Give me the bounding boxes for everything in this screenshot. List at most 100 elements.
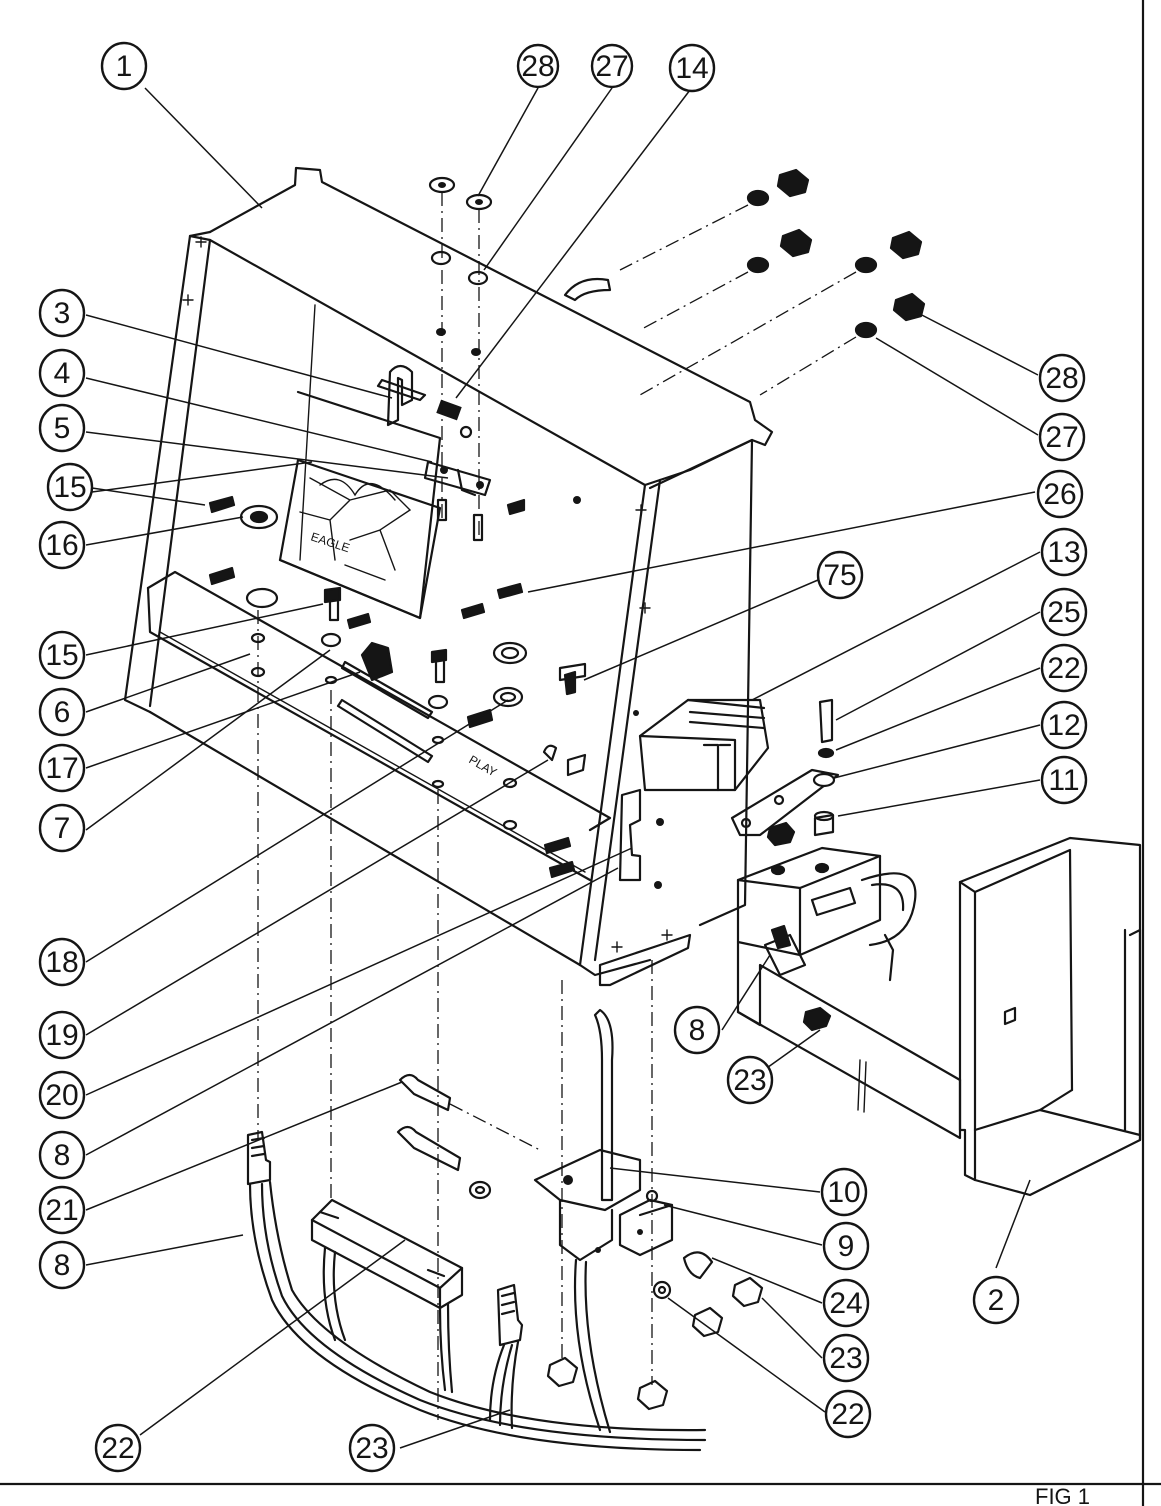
callout-10: 10: [820, 1167, 868, 1217]
callout-26: 26: [1036, 469, 1084, 519]
callout-circle: [726, 1055, 774, 1105]
callout-number: 75: [823, 559, 856, 592]
callout-number: 1: [116, 50, 133, 83]
callout-number: 22: [101, 1432, 134, 1465]
callout-number: 21: [45, 1194, 78, 1227]
callout-7: 7: [38, 803, 86, 853]
callout-22: 22: [824, 1389, 872, 1439]
callout-23: 23: [726, 1055, 774, 1105]
callout-21: 21: [38, 1185, 86, 1235]
lower-hardware: [246, 960, 764, 1452]
callout-23: 23: [822, 1333, 870, 1383]
callout-circle: [100, 41, 148, 91]
callout-number: 8: [54, 1249, 71, 1282]
callout-number: 25: [1047, 596, 1080, 629]
callout-number: 11: [1048, 764, 1079, 797]
callout-circle: [1040, 643, 1088, 693]
callout-2: 2: [972, 1275, 1020, 1325]
switch-assembly: [618, 698, 962, 1140]
callout-13: 13: [1040, 527, 1088, 577]
callout-circle: [38, 1010, 86, 1060]
callout-18: 18: [38, 937, 86, 987]
callout-24: 24: [822, 1278, 870, 1328]
callout-number: 20: [45, 1079, 78, 1112]
callout-number: 2: [988, 1284, 1005, 1317]
callout-9: 9: [822, 1221, 870, 1271]
callout-number: 28: [1045, 362, 1078, 395]
callout-number: 5: [54, 412, 71, 445]
callout-11: 11: [1040, 755, 1088, 805]
callout-number: 15: [53, 471, 86, 504]
callout-circle: [38, 743, 86, 793]
callout-circle: [972, 1275, 1020, 1325]
callout-circle: [38, 403, 86, 453]
callout-number: 3: [54, 297, 71, 330]
callout-number: 7: [54, 812, 71, 845]
callout-number: 13: [1047, 536, 1080, 569]
callout-circle: [1038, 412, 1086, 462]
callout-number: 23: [829, 1342, 862, 1375]
callout-circle: [1036, 469, 1084, 519]
callout-number: 6: [54, 696, 71, 729]
callout-23: 23: [348, 1423, 396, 1473]
callout-8: 8: [38, 1240, 86, 1290]
callout-3: 3: [38, 288, 86, 338]
callout-4: 4: [38, 348, 86, 398]
right-fasteners: [563, 168, 926, 396]
svg-text:EAGLE: EAGLE: [309, 530, 351, 556]
callout-number: 23: [733, 1064, 766, 1097]
callout-15: 15: [38, 630, 86, 680]
callout-circle: [668, 43, 716, 93]
callout-circle: [46, 462, 94, 512]
callout-number: 18: [45, 946, 78, 979]
callout-circle: [1040, 700, 1088, 750]
callout-8: 8: [673, 1005, 721, 1055]
callout-number: 10: [827, 1176, 860, 1209]
callout-circle: [38, 630, 86, 680]
callout-circle: [348, 1423, 396, 1473]
callout-15: 15: [46, 462, 94, 512]
callout-circle: [822, 1278, 870, 1328]
callout-number: 12: [1047, 709, 1080, 742]
callout-number: 22: [831, 1398, 864, 1431]
callout-circle: [590, 43, 634, 89]
callout-circle: [38, 520, 86, 570]
callout-circle: [1040, 527, 1088, 577]
callout-circle: [38, 803, 86, 853]
play-plate-text: PLAY: [467, 752, 500, 779]
callout-circle: [38, 1185, 86, 1235]
emblem-plate: EAGLE: [278, 390, 442, 620]
callout-number: 22: [1047, 652, 1080, 685]
callout-25: 25: [1040, 587, 1088, 637]
figure-label: FIG 1: [1035, 1484, 1090, 1506]
callout-circle: [816, 550, 864, 600]
callout-17: 17: [38, 743, 86, 793]
callout-circle: [38, 937, 86, 987]
callout-circle: [38, 348, 86, 398]
callout-22: 22: [94, 1423, 142, 1473]
callout-number: 27: [1045, 421, 1078, 454]
callout-circle: [38, 288, 86, 338]
callout-20: 20: [38, 1070, 86, 1120]
callout-circle: [824, 1389, 872, 1439]
callout-number: 24: [829, 1287, 862, 1320]
callout-circle: [1038, 353, 1086, 403]
callout-number: 8: [54, 1139, 71, 1172]
callout-22: 22: [1040, 643, 1088, 693]
callout-5: 5: [38, 403, 86, 453]
top-fasteners: [428, 176, 493, 542]
callout-number: 28: [521, 50, 554, 83]
callout-number: 26: [1043, 478, 1076, 511]
callout-number: 15: [45, 639, 78, 672]
callout-27: 27: [590, 43, 634, 89]
callout-number: 17: [45, 752, 78, 785]
panel-hardware: PLAY: [208, 495, 664, 1420]
callout-28: 28: [516, 43, 560, 89]
callout-circle: [38, 1130, 86, 1180]
callout-number: 14: [675, 52, 708, 85]
callout-27: 27: [1038, 412, 1086, 462]
cover-box: [958, 836, 1142, 1197]
